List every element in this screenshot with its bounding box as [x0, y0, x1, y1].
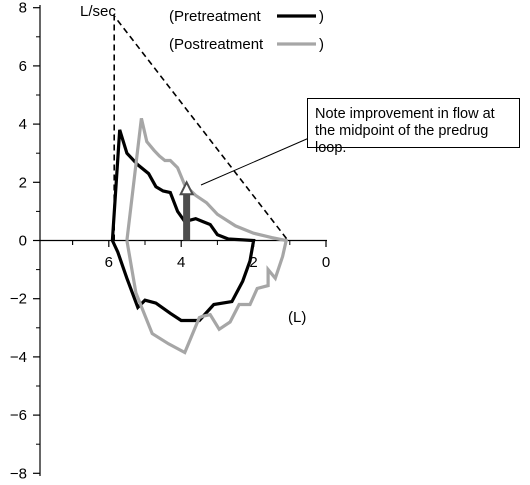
legend: (Pretreatment ) (Postreatment ) — [169, 8, 324, 53]
x-ticks: 6 4 2 0 — [72, 240, 330, 271]
y-tick-label: −4 — [10, 349, 27, 366]
y-tick-label: 4 — [19, 116, 27, 133]
y-tick-label: 8 — [19, 0, 27, 17]
x-tick-label: 2 — [249, 254, 257, 271]
y-tick-label: 0 — [19, 233, 27, 250]
y-tick-label: 2 — [19, 174, 27, 191]
y-tick-label: −8 — [10, 465, 27, 482]
legend-close-postreatment: ) — [319, 36, 324, 53]
annotation-leader-line — [200, 137, 310, 186]
y-tick-label: −6 — [10, 407, 27, 424]
series-line-pretreatment — [110, 129, 256, 323]
improvement-arrow-head — [179, 180, 195, 196]
y-ticks: 8 6 4 2 0 −2 −4 −6 −8 — [10, 0, 40, 482]
series-line-predicted — [113, 13, 289, 241]
legend-label-postreatment: (Postreatment — [169, 36, 264, 53]
series-layer — [110, 13, 289, 355]
series-line-postreatment — [125, 117, 289, 355]
y-tick-label: 6 — [19, 58, 27, 75]
x-tick-label: 4 — [177, 254, 185, 271]
x-tick-label: 6 — [105, 254, 113, 271]
improvement-arrow-shaft — [183, 192, 191, 241]
annotation-note: Note improvement in flow at the midpoint… — [307, 98, 520, 156]
y-tick-label: −2 — [10, 291, 27, 308]
x-axis-label: (L) — [288, 309, 306, 326]
legend-close-pretreatment: ) — [319, 8, 324, 25]
x-tick-label: 0 — [322, 254, 330, 271]
legend-label-pretreatment: (Pretreatment — [169, 8, 262, 25]
annotation-text: Note improvement in flow at the midpoint… — [315, 106, 495, 156]
y-axis-label: L/sec — [80, 3, 116, 20]
